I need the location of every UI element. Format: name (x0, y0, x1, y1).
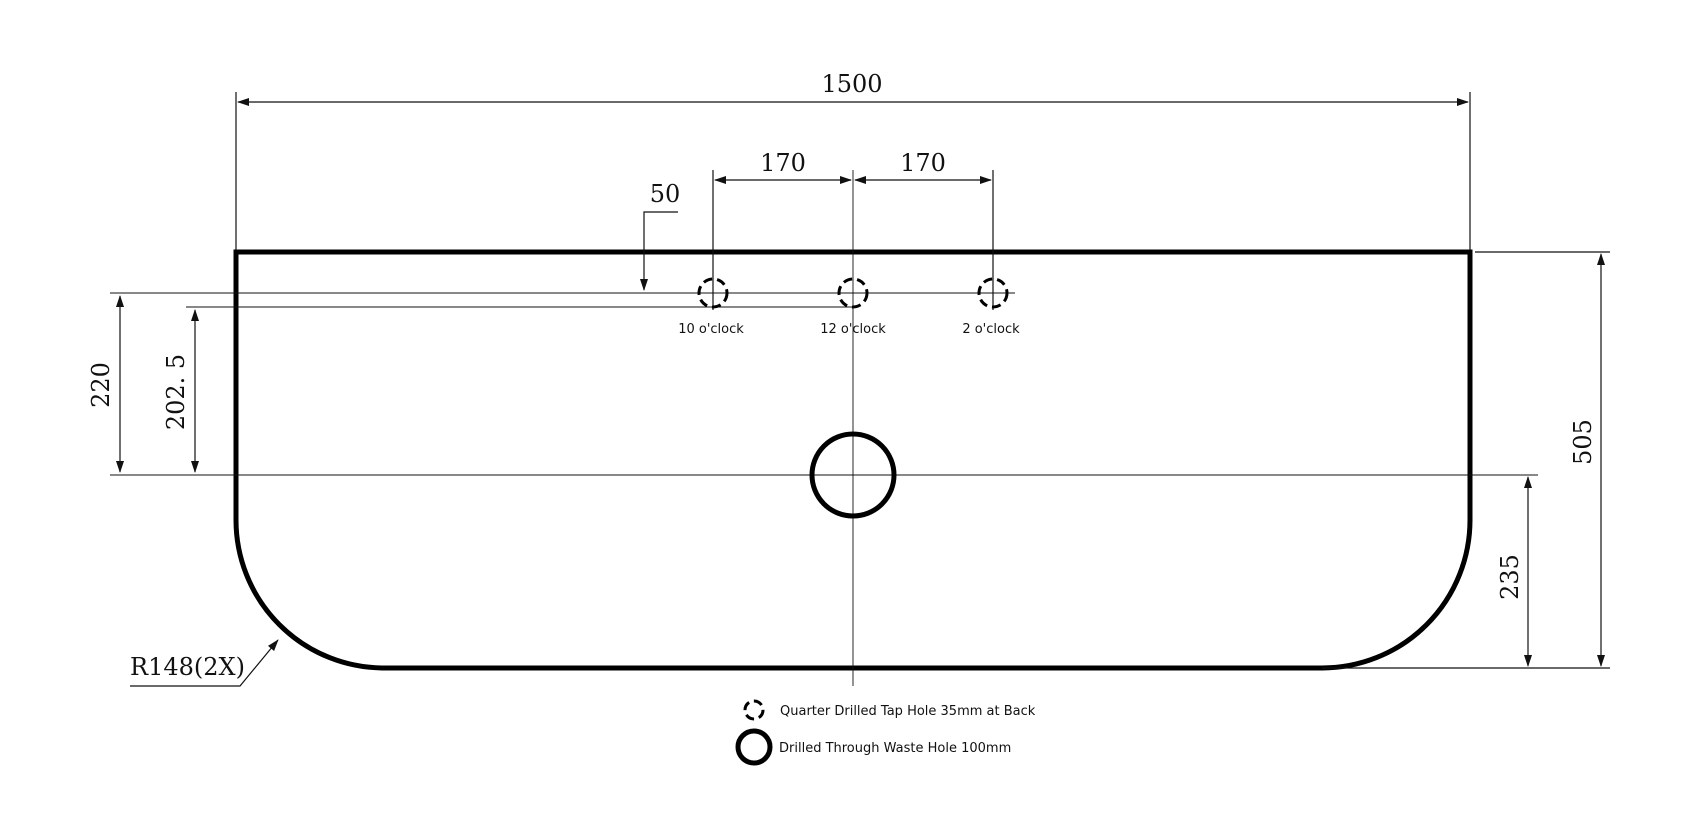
overall-width-dimension: 1500 (235, 70, 1471, 250)
tap-hole-12-oclock: 12 o'clock (820, 277, 886, 337)
corner-radius-label: R148(2X) (130, 653, 245, 681)
tap-hole-10-oclock-label: 10 o'clock (678, 322, 744, 337)
tap-centre-label: 220 (87, 362, 115, 408)
waste-hole (809, 431, 897, 519)
corner-radius-dimension: R148(2X) (130, 639, 279, 687)
tap-offset-dimension: 50 (640, 180, 681, 291)
legend-tap-hole-icon (743, 699, 765, 721)
legend: Quarter Drilled Tap Hole 35mm at Back Dr… (735, 699, 1036, 766)
tap-hole-10-oclock: 10 o'clock (678, 277, 744, 337)
tap-hole-2-oclock: 2 o'clock (962, 277, 1020, 337)
tap-centre-dimension: 220 (87, 295, 124, 473)
tap-spacing-right-label: 170 (900, 149, 946, 177)
overall-depth-dimension: 505 (1322, 251, 1610, 669)
tap-spacing-dimension: 170 170 (712, 149, 994, 310)
overall-depth-label: 505 (1569, 419, 1597, 465)
waste-from-front-dimension: 235 (1496, 476, 1532, 667)
waste-centre-label: 202. 5 (162, 354, 190, 430)
tap-hole-2-oclock-label: 2 o'clock (962, 322, 1020, 337)
legend-tap-hole-text: Quarter Drilled Tap Hole 35mm at Back (780, 704, 1036, 719)
legend-waste-hole-text: Drilled Through Waste Hole 100mm (779, 741, 1011, 756)
waste-centre-dimension: 202. 5 (162, 309, 199, 473)
overall-width-label: 1500 (821, 70, 882, 98)
tap-spacing-left-label: 170 (760, 149, 806, 177)
tap-hole-12-oclock-label: 12 o'clock (820, 322, 886, 337)
legend-waste-hole-icon (735, 728, 773, 766)
tap-offset-label: 50 (650, 180, 681, 208)
waste-from-front-label: 235 (1496, 554, 1524, 600)
